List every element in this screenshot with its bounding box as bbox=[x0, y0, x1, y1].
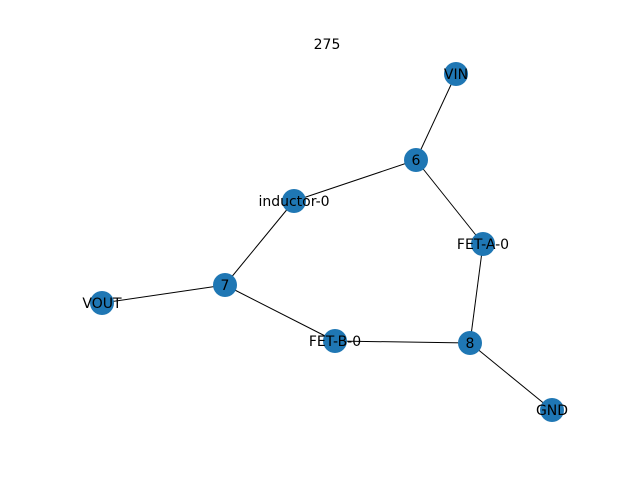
node-VIN bbox=[444, 62, 468, 86]
edge-7-VOUT bbox=[101, 284, 226, 304]
node-label-VOUT: VOUT bbox=[82, 296, 122, 312]
edge-6-inductor-0 bbox=[293, 159, 417, 202]
graph-title: 275 bbox=[314, 37, 341, 53]
node-GND bbox=[540, 398, 564, 422]
node-label-7: 7 bbox=[221, 278, 230, 294]
edge-inductor-0-7 bbox=[224, 200, 295, 286]
edge-8-GND bbox=[469, 342, 553, 411]
edge-FET-B-0-8 bbox=[334, 340, 471, 344]
node-label-FET-B-0: FET-B-0 bbox=[309, 334, 361, 350]
edge-layer bbox=[101, 73, 553, 411]
node-8 bbox=[458, 331, 482, 355]
edge-FET-A-0-8 bbox=[469, 243, 484, 344]
node-label-FET-A-0: FET-A-0 bbox=[457, 237, 509, 253]
edge-7-FET-B-0 bbox=[224, 284, 336, 342]
node-label-GND: GND bbox=[536, 403, 568, 419]
node-label-8: 8 bbox=[466, 336, 475, 352]
node-label-inductor-0: inductor-0 bbox=[258, 194, 329, 210]
node-FET-A-0 bbox=[471, 232, 495, 256]
node-FET-B-0 bbox=[323, 329, 347, 353]
edge-6-FET-A-0 bbox=[415, 159, 484, 245]
node-label-6: 6 bbox=[412, 153, 421, 169]
node-label-VIN: VIN bbox=[444, 67, 468, 83]
node-7 bbox=[213, 273, 237, 297]
node-VOUT bbox=[90, 291, 114, 315]
node-inductor-0 bbox=[282, 189, 306, 213]
node-6 bbox=[404, 148, 428, 172]
edge-VIN-6 bbox=[415, 73, 457, 161]
